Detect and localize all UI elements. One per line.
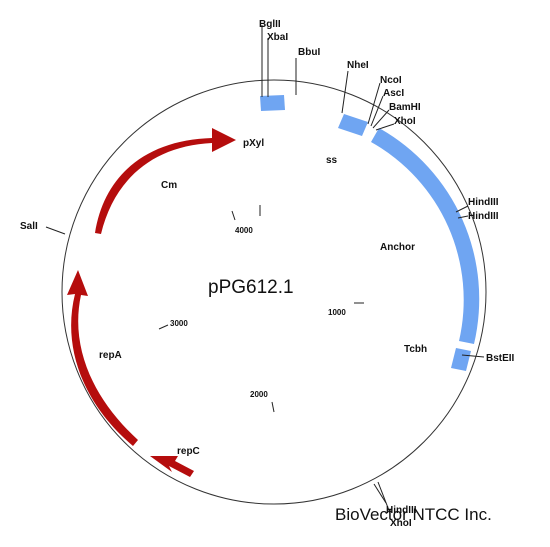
site-label-bsteii: BstEII xyxy=(486,353,515,364)
site-label-sali: SalI xyxy=(20,221,38,232)
feature-block-anchor xyxy=(371,128,480,344)
site-label-xhoi-top: XhoI xyxy=(394,116,416,127)
feature-label-pxyl: pXyl xyxy=(243,138,264,149)
site-label-ascl: AscI xyxy=(383,88,404,99)
feature-block-bsteii xyxy=(451,348,471,371)
site-label-bbui: BbuI xyxy=(298,47,320,58)
scale-tick-label-1000: 1000 xyxy=(328,308,346,317)
scale-tick-label-3000: 3000 xyxy=(170,319,188,328)
scale-tick-marks xyxy=(158,205,364,413)
feature-label-tcbh: Tcbh xyxy=(404,344,427,355)
site-label-ncoi: NcoI xyxy=(380,75,402,86)
site-label-hindiii-2: HindIII xyxy=(468,211,499,222)
site-leaders xyxy=(45,25,485,514)
site-label-hindiii-bottom: HindIII xyxy=(386,505,417,516)
arrow-cm xyxy=(95,128,236,234)
site-label-nhei: NheI xyxy=(347,60,369,71)
site-label-hindiii-1: HindIII xyxy=(468,197,499,208)
plasmid-backbone xyxy=(61,79,487,505)
company-credit: BioVector NTCC Inc. xyxy=(335,505,492,524)
scale-tick-label-4000: 4000 xyxy=(235,226,253,235)
site-label-bglii: BglII xyxy=(259,19,281,30)
feature-label-anchor: Anchor xyxy=(380,242,415,253)
feature-label-repa: repA xyxy=(99,350,122,361)
feature-label-ss: ss xyxy=(326,155,338,166)
site-label-xbai: XbaI xyxy=(267,32,288,43)
site-label-bamhi: BamHI xyxy=(389,102,421,113)
arrow-repc xyxy=(150,456,194,477)
site-label-xhoi-bottom: XhoI xyxy=(390,518,412,529)
arrow-repa xyxy=(67,270,138,446)
feature-block-nhei xyxy=(338,114,368,136)
feature-label-repc: repC xyxy=(177,446,200,457)
feature-label-cm: Cm xyxy=(161,180,177,191)
plasmid-name: pPG612.1 xyxy=(208,277,294,298)
feature-block-bbui xyxy=(260,95,285,111)
scale-tick-label-2000: 2000 xyxy=(250,390,268,399)
